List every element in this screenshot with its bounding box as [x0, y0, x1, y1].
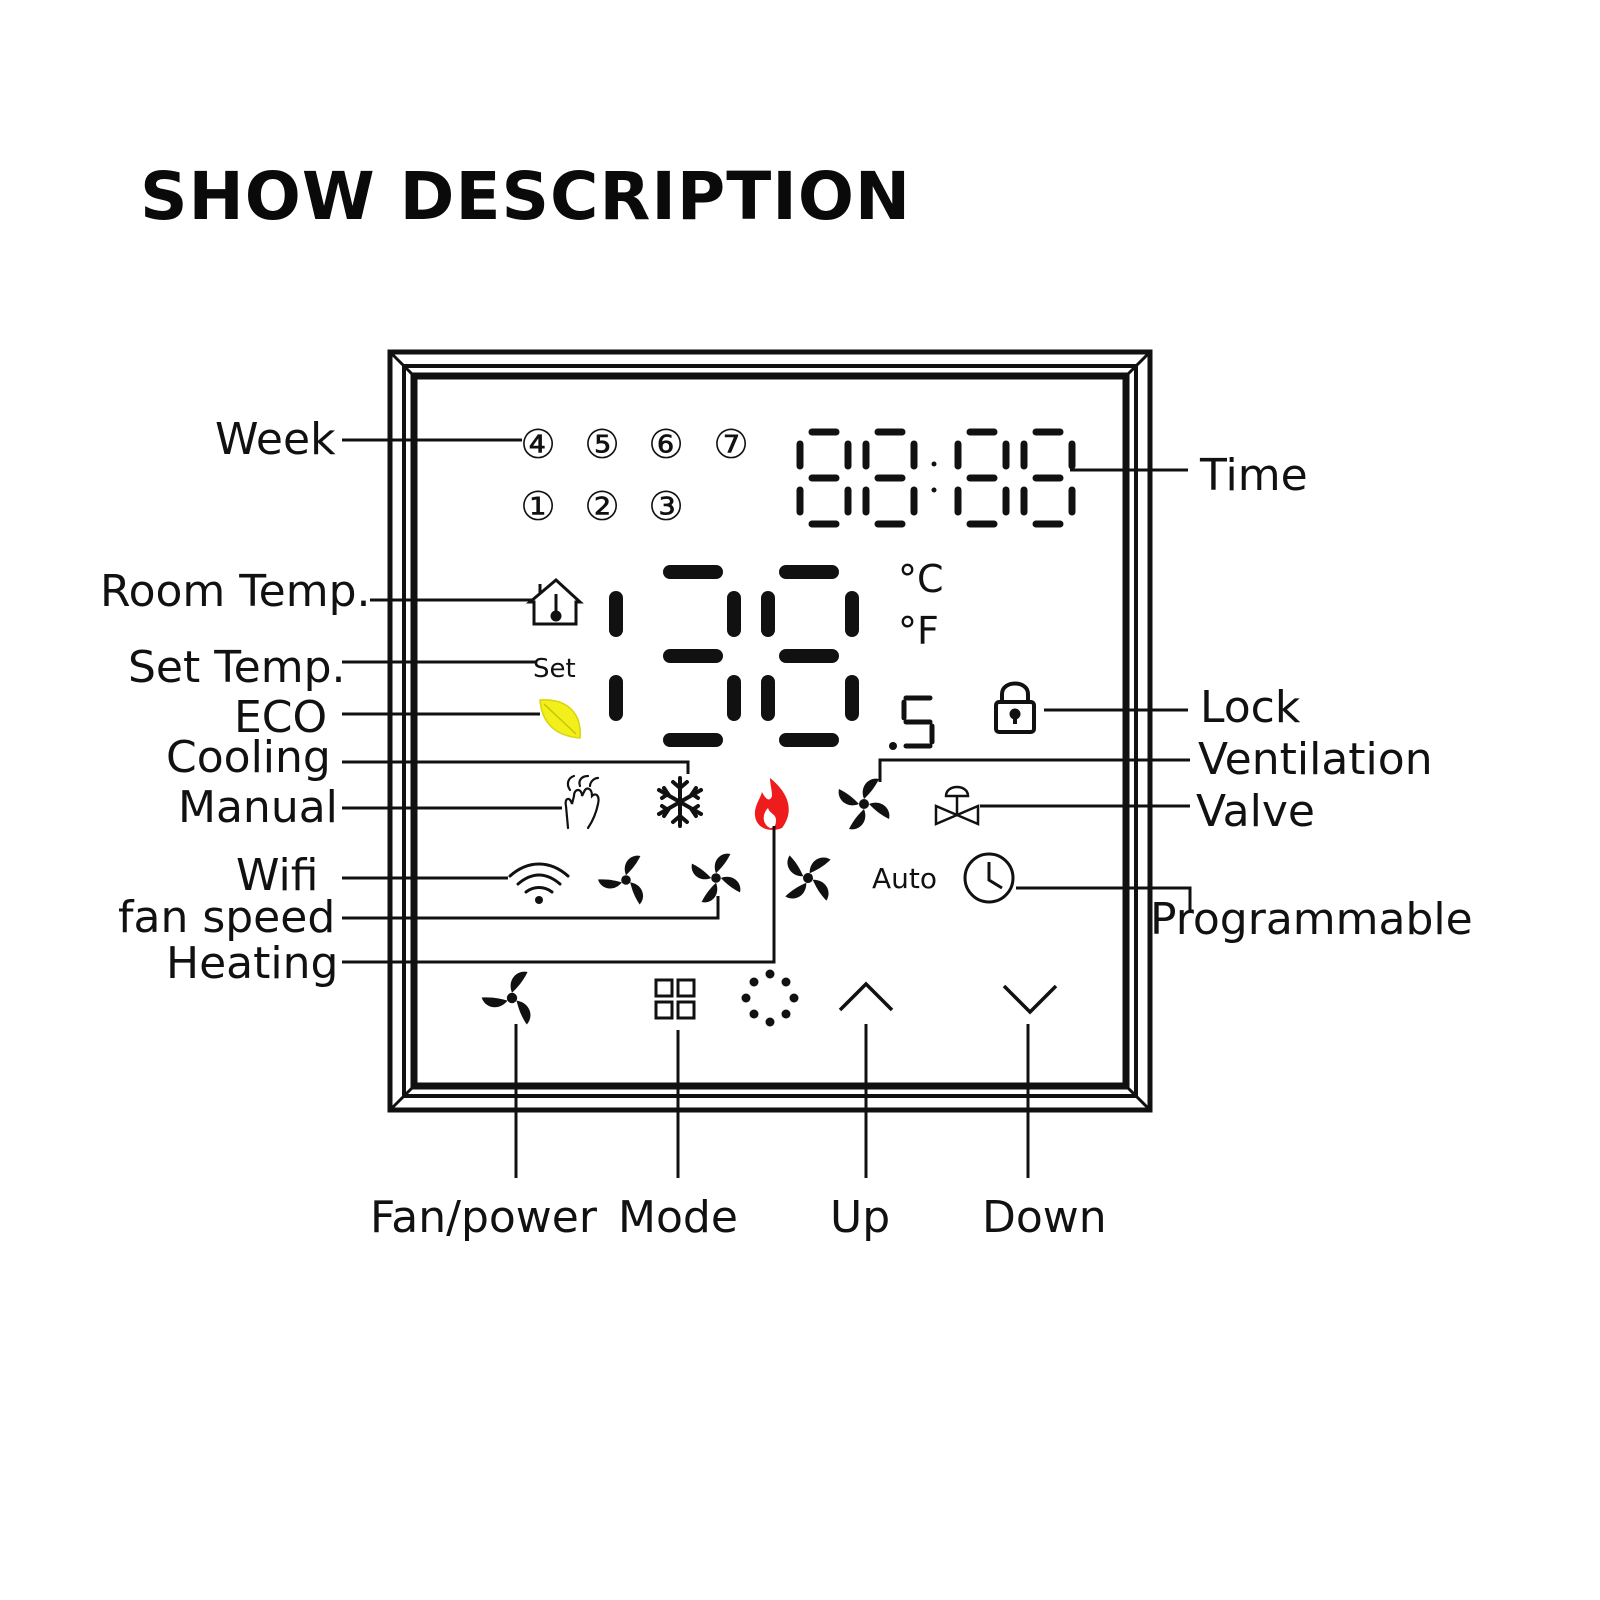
label-time: Time: [1200, 450, 1308, 501]
week-days: ④ ⑤ ⑥ ⑦ ① ② ③: [520, 422, 749, 530]
hand-icon: [564, 774, 600, 830]
label-heating: Heating: [166, 938, 339, 989]
fan-icon: [838, 778, 890, 830]
time-digit-3: [954, 428, 1010, 528]
time-digit-1: [796, 428, 852, 528]
fan-speed-1-icon: [597, 855, 648, 905]
week-day-7: ⑦: [713, 422, 749, 468]
label-up: Up: [830, 1192, 891, 1243]
label-fan-speed: fan speed: [118, 892, 336, 943]
label-manual: Manual: [178, 782, 338, 833]
week-day-5: ⑤: [584, 422, 620, 468]
leader-ventilation: [878, 758, 1190, 782]
label-mode: Mode: [618, 1192, 738, 1243]
time-digit-2: [862, 428, 918, 528]
week-day-2: ②: [584, 484, 620, 530]
unit-fahrenheit: °F: [898, 609, 939, 653]
temp-digit-1: [609, 565, 741, 747]
flame-icon: [754, 778, 789, 830]
label-cooling: Cooling: [166, 732, 331, 783]
device-frame: [387, 349, 1153, 1113]
fan-speed-3-icon: [775, 845, 841, 911]
leader-heating: [342, 826, 776, 964]
time-digit-4: [1020, 428, 1076, 528]
leader-lines: [342, 438, 1192, 1178]
wifi-icon: [508, 862, 570, 904]
temp-digit-2: [761, 565, 859, 747]
label-week: Week: [215, 414, 336, 465]
clock-icon: [963, 852, 1015, 904]
temperature-display: [609, 565, 859, 747]
fan-power-button[interactable]: [481, 971, 536, 1025]
label-set-temp: Set Temp.: [128, 642, 346, 693]
label-room-temp: Room Temp.: [100, 566, 371, 617]
leaf-icon: [539, 699, 581, 739]
down-button[interactable]: [1002, 984, 1058, 1015]
label-programmable: Programmable: [1150, 894, 1473, 945]
leader-programmable: [1016, 886, 1192, 910]
leader-fan-speed: [342, 896, 720, 920]
time-display: [796, 428, 1076, 528]
label-ventilation: Ventilation: [1198, 734, 1433, 785]
snowflake-icon: [657, 776, 703, 828]
label-lock: Lock: [1200, 682, 1301, 733]
label-wifi: Wifi: [236, 850, 319, 901]
week-day-4: ④: [520, 422, 556, 468]
house-thermometer-icon: [525, 578, 584, 626]
mode-button[interactable]: [654, 978, 696, 1020]
fan-speed-2-icon: [691, 853, 741, 903]
week-day-6: ⑥: [648, 422, 684, 468]
unit-celsius: °C: [898, 557, 944, 601]
up-button[interactable]: [838, 981, 894, 1012]
label-eco: ECO: [234, 692, 328, 743]
week-day-1: ①: [520, 484, 556, 530]
week-day-3: ③: [648, 484, 684, 530]
label-fan-power: Fan/power: [370, 1192, 597, 1243]
auto-text: Auto: [872, 862, 937, 895]
label-valve: Valve: [1196, 786, 1315, 837]
dots-button[interactable]: [741, 969, 799, 1027]
leader-cooling: [342, 760, 690, 774]
decimal-digit: [889, 695, 935, 750]
valve-icon: [934, 785, 980, 826]
lock-icon: [994, 681, 1036, 734]
set-text: Set: [533, 654, 576, 684]
label-down: Down: [982, 1192, 1107, 1243]
page-title: SHOW DESCRIPTION: [140, 158, 912, 235]
